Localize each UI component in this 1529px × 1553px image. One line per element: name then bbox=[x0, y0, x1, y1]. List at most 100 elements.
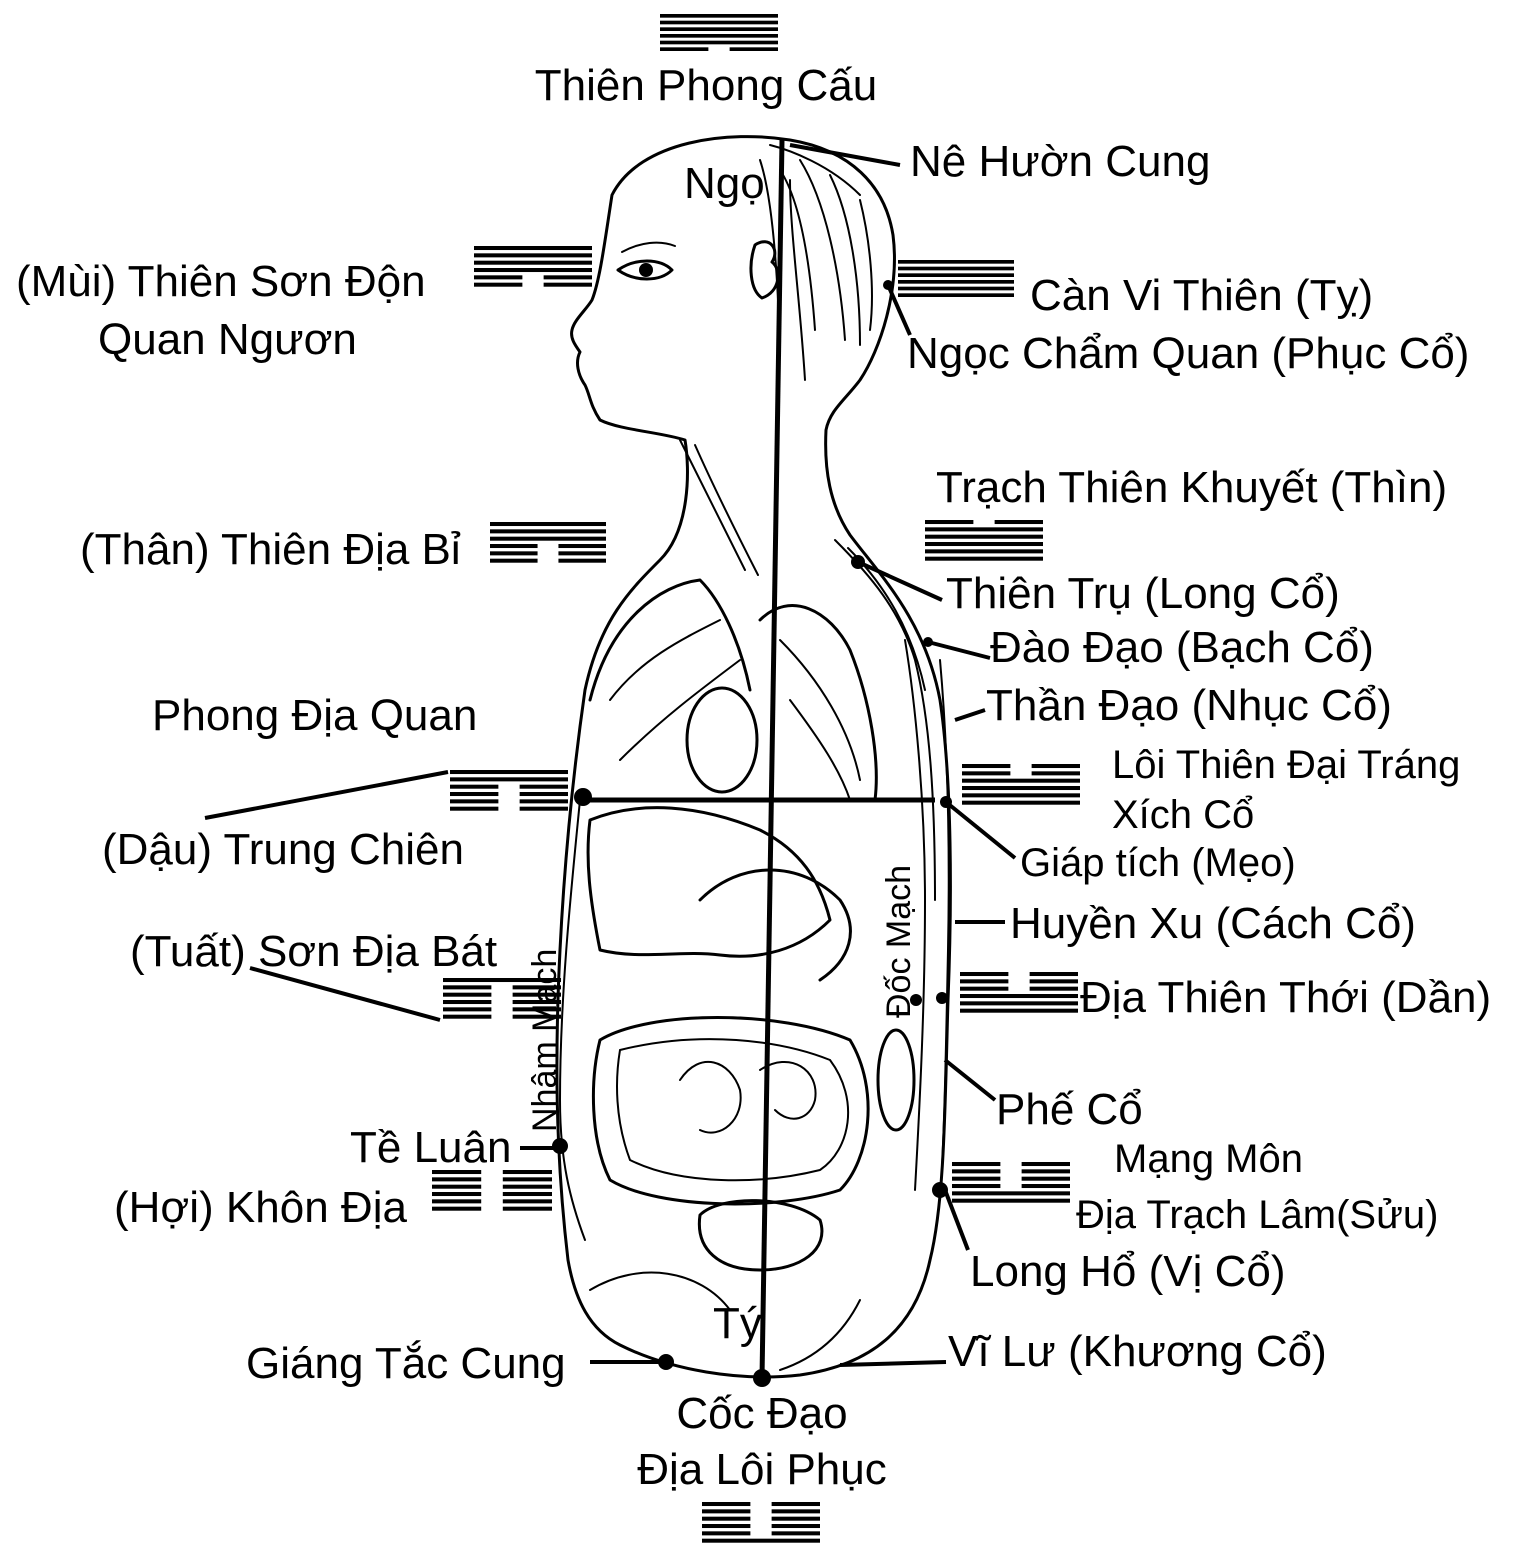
label-dia-loi-phuc: Địa Lôi Phục bbox=[637, 1445, 886, 1494]
hexagram-line-2-yin-1 bbox=[432, 1177, 481, 1181]
hexagram-line-2-yang bbox=[450, 777, 568, 781]
hexagram-line-1-yin-1 bbox=[702, 1502, 750, 1506]
hexagram-line-2-yin-1 bbox=[952, 1169, 1000, 1173]
hexagram-line-1-yin-2 bbox=[1032, 764, 1080, 768]
central-vertical-axis bbox=[762, 140, 782, 1378]
hexagram-line-1-yin-2 bbox=[772, 1502, 820, 1506]
label-giap-tich: Giáp tích (Mẹo) bbox=[1020, 841, 1296, 885]
hexagram-dia-loi-phuc bbox=[702, 1502, 820, 1543]
hexagram-trach-thien-khuyet bbox=[925, 520, 1043, 561]
hexagram-line-5-yin-1 bbox=[443, 1007, 491, 1011]
hexagram-line-4-yin-2 bbox=[503, 1192, 552, 1196]
hexagram-line-6-yin-1 bbox=[443, 1015, 491, 1019]
hexagram-line-3-yang bbox=[490, 537, 606, 541]
hexagram-line-2-yin-2 bbox=[503, 1177, 552, 1181]
hexagram-line-1-yin-2 bbox=[1030, 972, 1078, 976]
hexagram-line-2-yin-1 bbox=[443, 985, 491, 989]
hexagram-thien-dia-bi bbox=[490, 522, 606, 563]
label-hoi-khon-dia: (Hợi) Khôn Địa bbox=[114, 1183, 407, 1232]
giang-tac-dot bbox=[658, 1354, 674, 1370]
label-loi-thien-dai-trang: Lôi Thiên Đại Tráng bbox=[1112, 743, 1460, 787]
hexagram-line-3-yin-2 bbox=[1022, 1177, 1070, 1181]
ngoc-cham-dot bbox=[883, 280, 893, 290]
hexagram-line-4-yin-1 bbox=[702, 1524, 750, 1528]
hexagram-line-4-yang bbox=[925, 542, 1043, 546]
hexagram-dia-thien-thoi bbox=[960, 972, 1078, 1013]
hexagram-line-5-yang bbox=[960, 1001, 1078, 1005]
trung-chien-dot bbox=[574, 788, 592, 806]
hexagram-line-5-yang bbox=[952, 1191, 1070, 1195]
hexagram-line-2-yin-1 bbox=[702, 1509, 750, 1513]
hexagram-line-4-yang bbox=[474, 268, 592, 272]
hexagram-line-3-yang bbox=[660, 27, 778, 31]
label-xich-co: Xích Cổ bbox=[1112, 793, 1254, 837]
hexagram-line-6-yin-2 bbox=[520, 807, 568, 811]
label-than-thien-dia-bi: (Thân) Thiên Địa Bỉ bbox=[80, 525, 461, 574]
hexagram-line-3-yin-1 bbox=[952, 1177, 1000, 1181]
label-coc-dao: Cốc Đạo bbox=[676, 1389, 847, 1438]
long-ho-dot bbox=[932, 1182, 948, 1198]
label-nham-mach: Nhâm Mạch bbox=[526, 949, 564, 1132]
hexagram-line-3-yang bbox=[898, 273, 1014, 277]
hexagram-line-5-yin-1 bbox=[490, 551, 538, 555]
hexagram-line-2-yang bbox=[660, 21, 778, 25]
hexagram-line-3-yin-1 bbox=[702, 1517, 750, 1521]
label-long-ho: Long Hổ (Vị Cổ) bbox=[970, 1247, 1285, 1296]
hexagram-line-2-yin-2 bbox=[772, 1509, 820, 1513]
hexagram-line-5-yin-1 bbox=[432, 1199, 481, 1203]
hexagram-line-1-yang bbox=[450, 770, 568, 774]
hexagram-line-6-yin-1 bbox=[432, 1207, 481, 1211]
label-mui-thien-son-don: (Mùi) Thiên Sơn Độn bbox=[16, 257, 426, 306]
label-ne-huon-cung: Nê Hườn Cung bbox=[910, 137, 1210, 186]
hexagram-line-3-yang bbox=[474, 261, 592, 265]
dia-thien-thoi-dot-2 bbox=[936, 992, 948, 1004]
hexagram-line-6-yang bbox=[952, 1199, 1070, 1203]
hexagram-line-1-yin-1 bbox=[962, 764, 1010, 768]
hexagram-line-6-yang bbox=[962, 801, 1080, 805]
dao-dao-dot bbox=[923, 637, 933, 647]
hexagram-line-1-yang bbox=[898, 260, 1014, 264]
hexagram-line-1-yin-1 bbox=[952, 1162, 1000, 1166]
hexagram-line-2-yin-2 bbox=[1032, 771, 1080, 775]
hexagram-line-3-yin-2 bbox=[520, 785, 568, 789]
hexagram-khon-dia bbox=[432, 1170, 552, 1211]
hexagram-thien-son-don bbox=[474, 246, 592, 287]
acupoint-dots bbox=[552, 280, 952, 1387]
hexagram-line-4-yin-2 bbox=[772, 1524, 820, 1528]
hexagram-line-5-yang bbox=[962, 793, 1080, 797]
hexagram-line-5-yang bbox=[660, 41, 778, 45]
hexagram-line-1-yin-2 bbox=[995, 520, 1043, 524]
hexagram-loi-thien-dai-trang bbox=[962, 764, 1080, 805]
hexagram-line-5-yang bbox=[925, 549, 1043, 553]
hexagram-line-4-yin-1 bbox=[443, 1000, 491, 1004]
hexagram-line-2-yang bbox=[925, 527, 1043, 531]
te-luan-dot bbox=[552, 1138, 568, 1154]
hexagram-line-3-yin-2 bbox=[503, 1185, 552, 1189]
hexagram-can-vi-thien bbox=[898, 260, 1014, 297]
hexagram-line-2-yang bbox=[474, 253, 592, 257]
hexagram-line-5-yang bbox=[898, 287, 1014, 291]
hexagram-line-2-yin-2 bbox=[1030, 979, 1078, 983]
hexagram-line-6-yang bbox=[925, 557, 1043, 561]
label-doc-mach: Đốc Mạch bbox=[880, 865, 918, 1018]
hexagram-dia-trach-lam bbox=[952, 1162, 1070, 1203]
hexagram-line-6-yin-2 bbox=[503, 1207, 552, 1211]
hexagram-line-6-yang bbox=[960, 1009, 1078, 1013]
hexagram-line-6-yin-2 bbox=[558, 559, 606, 563]
hexagram-line-4-yang bbox=[962, 786, 1080, 790]
label-ngo: Ngọ bbox=[684, 159, 765, 208]
hexagram-line-6-yang bbox=[702, 1539, 820, 1543]
hexagram-line-4-yin-1 bbox=[432, 1192, 481, 1196]
label-trach-thien-khuyet: Trạch Thiên Khuyết (Thìn) bbox=[936, 463, 1447, 512]
hexagram-line-2-yin-1 bbox=[960, 979, 1008, 983]
label-phong-dia-quan: Phong Địa Quan bbox=[152, 691, 477, 740]
hexagram-line-4-yin-1 bbox=[952, 1184, 1000, 1188]
hexagram-line-3-yin-2 bbox=[1030, 987, 1078, 991]
hexagram-line-4-yin-2 bbox=[1022, 1184, 1070, 1188]
label-huyen-xu: Huyền Xu (Cách Cổ) bbox=[1010, 899, 1416, 948]
hexagram-line-2-yin-2 bbox=[1022, 1169, 1070, 1173]
label-ngoc-cham-quan: Ngọc Chẩm Quan (Phục Cổ) bbox=[907, 329, 1469, 378]
hexagram-line-6-yin-1 bbox=[450, 807, 498, 811]
label-ty: Tý bbox=[713, 1299, 762, 1348]
